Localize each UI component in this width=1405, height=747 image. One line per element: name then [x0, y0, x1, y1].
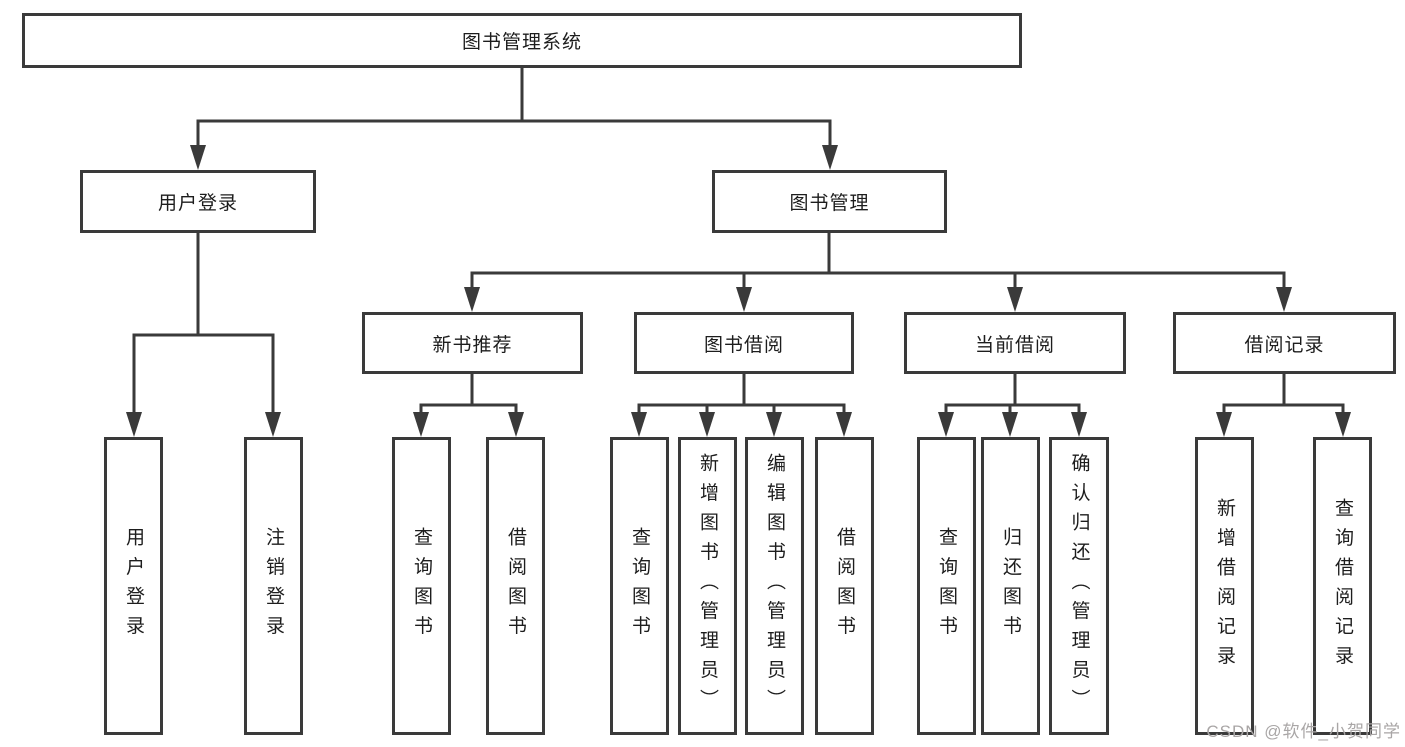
leaf-borrow-books: 借阅图书	[815, 437, 874, 735]
leaf-logout: 注销登录	[244, 437, 303, 735]
leaf-query-books-borrow: 查询图书	[610, 437, 669, 735]
node-user-login: 用户登录	[80, 170, 316, 233]
node-book-management: 图书管理	[712, 170, 947, 233]
leaf-confirm-return-admin: 确认归还（管理员）	[1049, 437, 1109, 735]
node-current-borrow: 当前借阅	[904, 312, 1126, 374]
leaf-query-books-current: 查询图书	[917, 437, 976, 735]
node-root-library-system: 图书管理系统	[22, 13, 1022, 68]
leaf-add-books-admin: 新增图书（管理员）	[678, 437, 737, 735]
node-new-book-recommend: 新书推荐	[362, 312, 583, 374]
leaf-edit-books-admin: 编辑图书（管理员）	[745, 437, 804, 735]
leaf-query-books-recommend: 查询图书	[392, 437, 451, 735]
leaf-return-books: 归还图书	[981, 437, 1040, 735]
node-book-borrow: 图书借阅	[634, 312, 854, 374]
leaf-borrow-books-recommend: 借阅图书	[486, 437, 545, 735]
leaf-user-login: 用户登录	[104, 437, 163, 735]
leaf-query-borrow-record: 查询借阅记录	[1313, 437, 1372, 735]
connector-arrowheads	[126, 145, 1351, 437]
csdn-watermark: CSDN @软件_小贺同学	[1206, 722, 1401, 741]
leaf-add-borrow-record: 新增借阅记录	[1195, 437, 1254, 735]
node-borrow-record: 借阅记录	[1173, 312, 1396, 374]
